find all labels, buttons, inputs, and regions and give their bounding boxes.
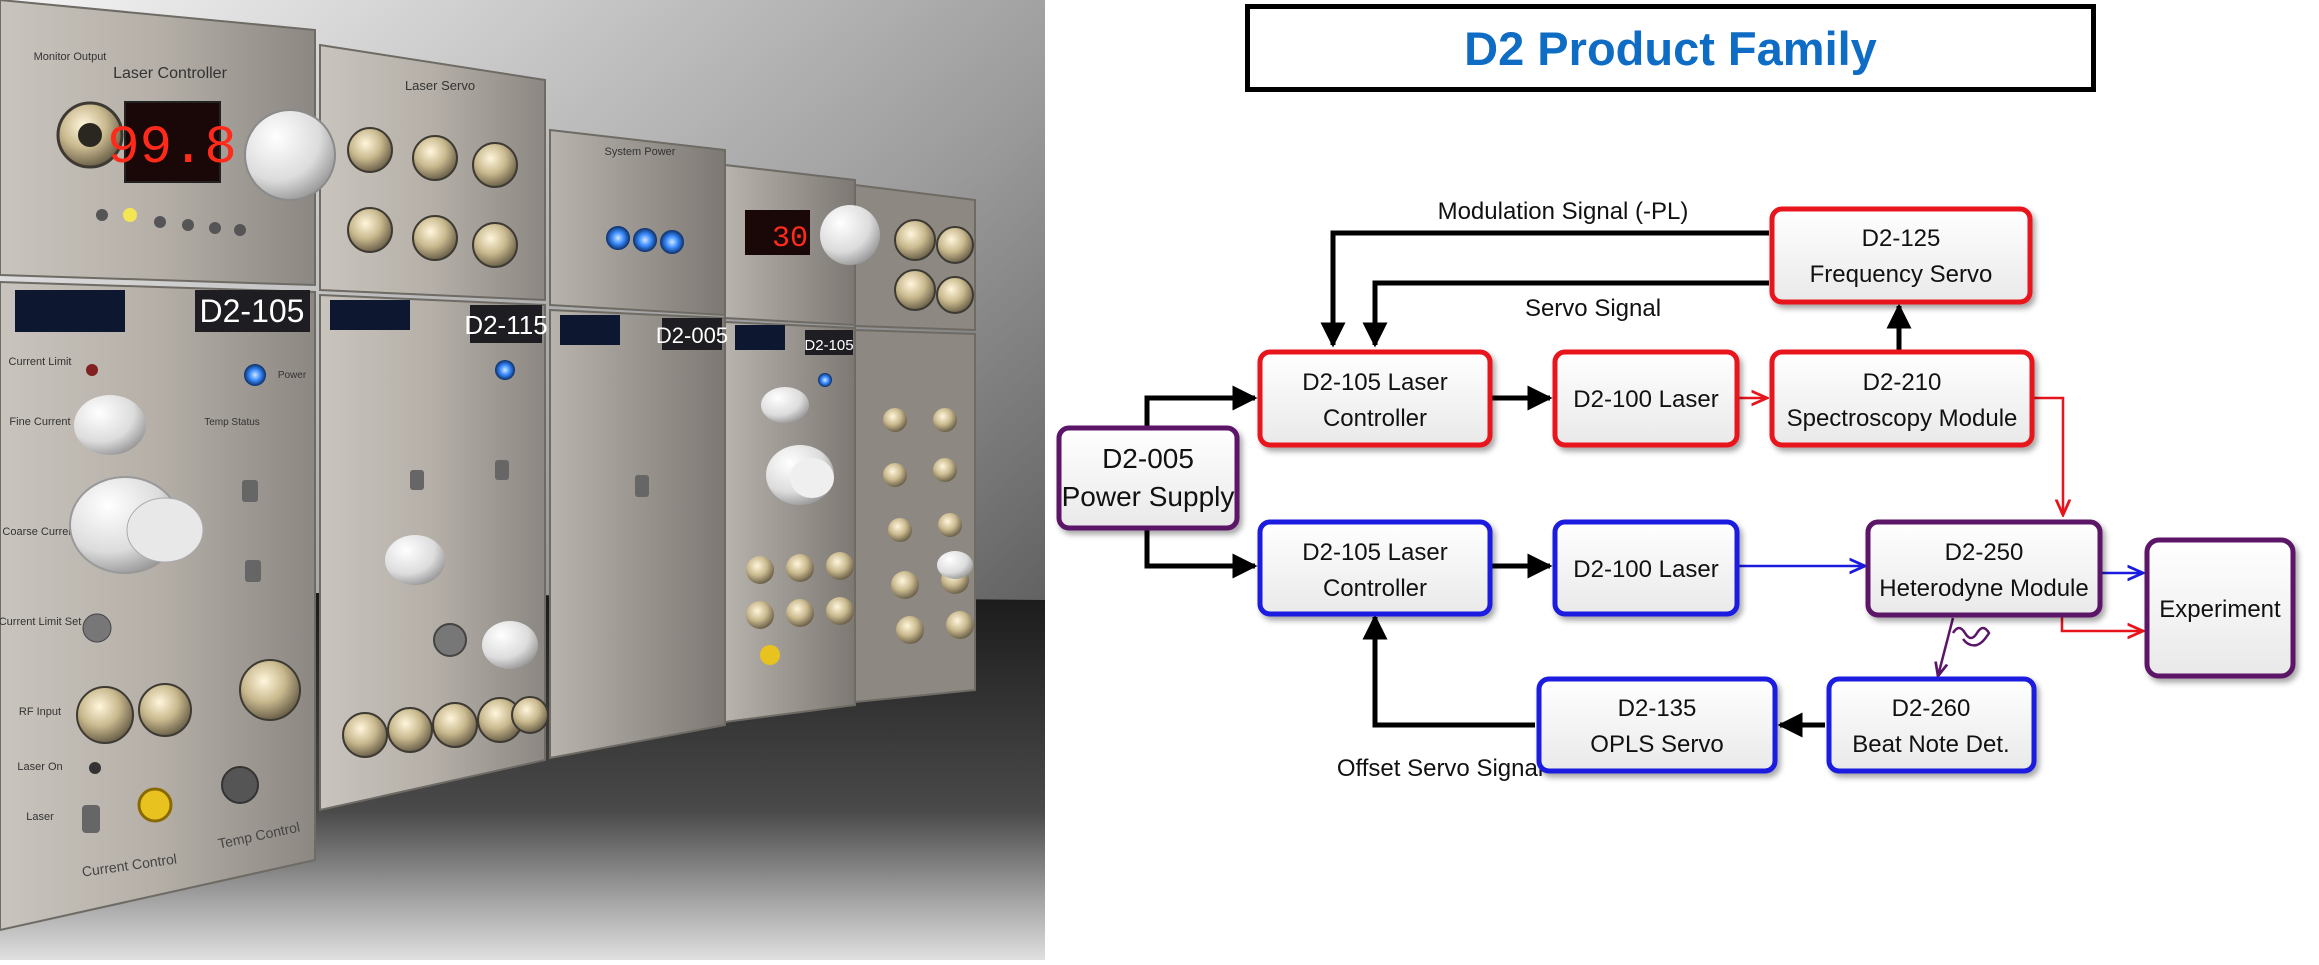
system-power-label: System Power bbox=[605, 146, 676, 158]
node-laser-top: D2-100 Laser bbox=[1552, 349, 1740, 448]
node-label-line2: Controller bbox=[1323, 405, 1427, 432]
laser-servo-label: Laser Servo bbox=[405, 78, 475, 93]
node-experiment: Experiment bbox=[2144, 537, 2296, 679]
edge-power-to-top-controller bbox=[1144, 385, 1258, 437]
instrument-photo: Laser Controller Monitor Output 99.8 D2-… bbox=[0, 0, 1045, 960]
current-limit-set-label: Current Limit Set bbox=[0, 616, 81, 628]
node-label-line1: D2-125 bbox=[1862, 225, 1941, 252]
power-switch[interactable] bbox=[635, 475, 649, 497]
power-led-3 bbox=[660, 230, 684, 254]
edge-label-servo: Servo Signal bbox=[1525, 295, 1661, 322]
node-label-line2: Beat Note Det. bbox=[1852, 731, 2009, 758]
node-freq-servo: D2-125 Frequency Servo bbox=[1769, 206, 2033, 305]
node-label-line1: D2-005 bbox=[1102, 443, 1194, 474]
node-heterodyne: D2-250 Heterodyne Module bbox=[1865, 519, 2103, 618]
panel-label-d2-005: D2-005 bbox=[656, 323, 728, 348]
power-led-1 bbox=[606, 226, 630, 250]
edge-power-to-bottom-controller bbox=[1144, 525, 1258, 579]
node-label-line1: D2-135 bbox=[1618, 695, 1697, 722]
block-diagram: Modulation Signal (-PL) Servo Signal Off… bbox=[1045, 0, 2319, 960]
temp-status-label: Temp Status bbox=[204, 417, 260, 428]
edge-spectroscopy-to-heterodyne bbox=[2032, 396, 2063, 515]
node-label-line1: D2-210 bbox=[1863, 369, 1942, 396]
edge-servo-signal bbox=[1362, 280, 1769, 348]
node-label-line1: D2-100 Laser bbox=[1573, 386, 1718, 413]
node-label-line2: Spectroscopy Module bbox=[1787, 405, 2018, 432]
panel-label-d2-115: D2-115 bbox=[464, 310, 547, 340]
title-box: D2 Product Family bbox=[1245, 4, 2096, 92]
led-display bbox=[124, 101, 221, 183]
power-indicator bbox=[244, 364, 266, 386]
yellow-connector bbox=[137, 787, 173, 823]
node-power-supply: D2-005 Power Supply bbox=[1056, 425, 1240, 531]
edge-label-offset: Offset Servo Signal bbox=[1337, 755, 1543, 782]
rf-input-label: RF Input bbox=[19, 706, 61, 718]
node-label-line1: D2-260 bbox=[1892, 695, 1971, 722]
fine-current-knob[interactable] bbox=[74, 395, 146, 455]
node-label-line2: Power Supply bbox=[1062, 481, 1235, 512]
page-title: D2 Product Family bbox=[1464, 21, 1877, 75]
node-label-line1: D2-100 Laser bbox=[1573, 556, 1718, 583]
node-label-line1: D2-105 Laser bbox=[1302, 369, 1447, 396]
node-spectroscopy: D2-210 Spectroscopy Module bbox=[1769, 349, 2035, 448]
laser-on-label: Laser On bbox=[17, 761, 62, 773]
power-label: Power bbox=[278, 370, 307, 381]
node-opls-servo: D2-135 OPLS Servo bbox=[1536, 676, 1778, 774]
small-module-knob[interactable] bbox=[820, 205, 880, 265]
laser-label: Laser bbox=[26, 811, 54, 823]
fine-current-label: Fine Current bbox=[9, 416, 70, 428]
laser-switch[interactable] bbox=[82, 805, 100, 833]
node-label-line2: OPLS Servo bbox=[1590, 731, 1723, 758]
edge-heterodyne-to-beat-note bbox=[1938, 617, 1955, 676]
monitor-output-label: Monitor Output bbox=[34, 51, 107, 63]
panel-label-d2-105-small: D2-105 bbox=[804, 337, 853, 354]
display-value: 99.8 bbox=[107, 118, 237, 179]
node-label-line2: Controller bbox=[1323, 575, 1427, 602]
laser-controller-label: Laser Controller bbox=[113, 65, 228, 82]
current-limit-label: Current Limit bbox=[9, 356, 72, 368]
edge-offset-servo-signal bbox=[1362, 614, 1535, 728]
fiber-coil-icon bbox=[1951, 626, 1991, 647]
node-laser-bottom: D2-100 Laser bbox=[1552, 519, 1740, 617]
edge-heterodyne-to-experiment-red bbox=[2060, 616, 2143, 631]
node-controller-bottom: D2-105 Laser Controller bbox=[1257, 519, 1493, 617]
edge-modulation-signal bbox=[1320, 230, 1769, 348]
laser-servo-connectors: Laser Servo bbox=[347, 78, 518, 268]
coarse-current-label: Coarse Current bbox=[2, 526, 77, 538]
panel-label-d2-105: D2-105 bbox=[200, 293, 305, 329]
node-label-line2: Frequency Servo bbox=[1810, 261, 1993, 288]
node-beat-note: D2-260 Beat Note Det. bbox=[1826, 676, 2037, 774]
node-label-line1: D2-105 Laser bbox=[1302, 539, 1447, 566]
servo-knob[interactable] bbox=[385, 535, 445, 585]
small-display-value: 30 bbox=[772, 222, 808, 256]
power-led-2 bbox=[633, 228, 657, 252]
node-label-line1: D2-250 bbox=[1945, 539, 2024, 566]
node-controller-top: D2-105 Laser Controller bbox=[1257, 349, 1493, 448]
monitor-knob[interactable] bbox=[244, 109, 336, 201]
node-label-line1: Experiment bbox=[2159, 596, 2281, 623]
edge-label-modulation: Modulation Signal (-PL) bbox=[1438, 198, 1689, 225]
node-label-line2: Heterodyne Module bbox=[1879, 575, 2088, 602]
